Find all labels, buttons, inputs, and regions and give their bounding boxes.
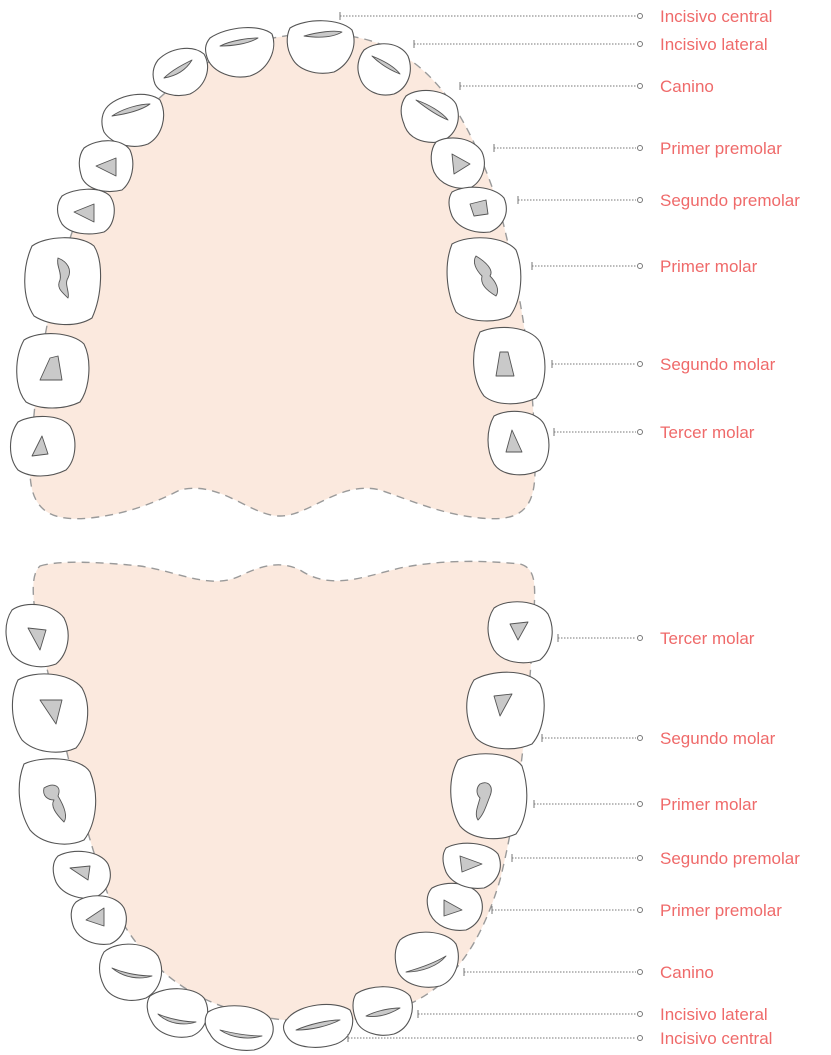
lower-left-first-molar (19, 759, 95, 844)
lower-left-second-premolar (53, 851, 110, 898)
upper-leader-canino: Canino (460, 77, 714, 96)
label-canino-lower: Canino (660, 963, 714, 982)
lower-right-canine (395, 932, 458, 987)
lower-leader-tercer-molar: Tercer molar (558, 629, 755, 648)
lower-right-third-molar (488, 602, 552, 663)
lower-left-third-molar (6, 604, 68, 666)
upper-leader-tercer-molar: Tercer molar (554, 423, 755, 442)
upper-leader-segundo-premolar: Segundo premolar (518, 191, 800, 210)
label-primer-molar-lower: Primer molar (660, 795, 758, 814)
label-incisivo-central-upper: Incisivo central (660, 7, 772, 26)
upper-left-third-molar (11, 416, 75, 476)
lower-leader-incisivo-central: Incisivo central (348, 1029, 772, 1048)
label-incisivo-lateral-upper: Incisivo lateral (660, 35, 768, 54)
upper-left-first-premolar (79, 141, 133, 192)
lower-leader-segundo-premolar: Segundo premolar (512, 849, 800, 868)
label-primer-premolar-upper: Primer premolar (660, 139, 782, 158)
upper-leader-primer-molar: Primer molar (532, 257, 758, 276)
label-segundo-molar-lower: Segundo molar (660, 729, 776, 748)
lower-leader-primer-molar: Primer molar (534, 795, 758, 814)
lower-left-central-incisor (205, 1006, 273, 1051)
lower-leader-incisivo-lateral: Incisivo lateral (418, 1005, 768, 1024)
upper-left-second-premolar (58, 189, 115, 234)
upper-right-central-incisor (287, 21, 354, 74)
label-primer-molar-upper: Primer molar (660, 257, 758, 276)
upper-right-first-molar (447, 238, 521, 321)
lower-right-second-molar (467, 672, 544, 749)
lower-leader-primer-premolar: Primer premolar (492, 901, 782, 920)
upper-right-second-molar (474, 327, 545, 403)
label-segundo-molar-upper: Segundo molar (660, 355, 776, 374)
lower-left-second-molar (12, 674, 87, 752)
lower-left-lateral-incisor (147, 989, 207, 1038)
upper-left-second-molar (17, 334, 89, 408)
lower-left-canine (100, 944, 162, 1000)
upper-left-first-molar (25, 238, 101, 325)
upper-leader-incisivo-lateral: Incisivo lateral (414, 35, 768, 54)
upper-leader-primer-premolar: Primer premolar (494, 139, 782, 158)
upper-leader-incisivo-central: Incisivo central (340, 7, 772, 26)
lower-arch: Tercer molar Segundo molar Primer molar … (6, 561, 800, 1050)
label-segundo-premolar-lower: Segundo premolar (660, 849, 800, 868)
label-segundo-premolar-upper: Segundo premolar (660, 191, 800, 210)
label-primer-premolar-lower: Primer premolar (660, 901, 782, 920)
label-tercer-molar-upper: Tercer molar (660, 423, 755, 442)
label-incisivo-central-lower: Incisivo central (660, 1029, 772, 1048)
label-canino-upper: Canino (660, 77, 714, 96)
lower-leader-canino: Canino (464, 963, 714, 982)
upper-left-canine (102, 94, 164, 146)
lower-right-lateral-incisor (353, 987, 412, 1036)
label-tercer-molar-lower: Tercer molar (660, 629, 755, 648)
upper-right-third-molar (488, 411, 549, 474)
upper-right-lateral-incisor (358, 44, 410, 95)
upper-arch: Incisivo central Incisivo lateral Canino… (11, 7, 801, 519)
upper-right-canine (401, 90, 458, 142)
lower-leader-segundo-molar: Segundo molar (542, 729, 776, 748)
upper-leader-segundo-molar: Segundo molar (552, 355, 776, 374)
lower-left-first-premolar (71, 896, 126, 945)
lower-right-first-molar (451, 754, 527, 839)
label-incisivo-lateral-lower: Incisivo lateral (660, 1005, 768, 1024)
